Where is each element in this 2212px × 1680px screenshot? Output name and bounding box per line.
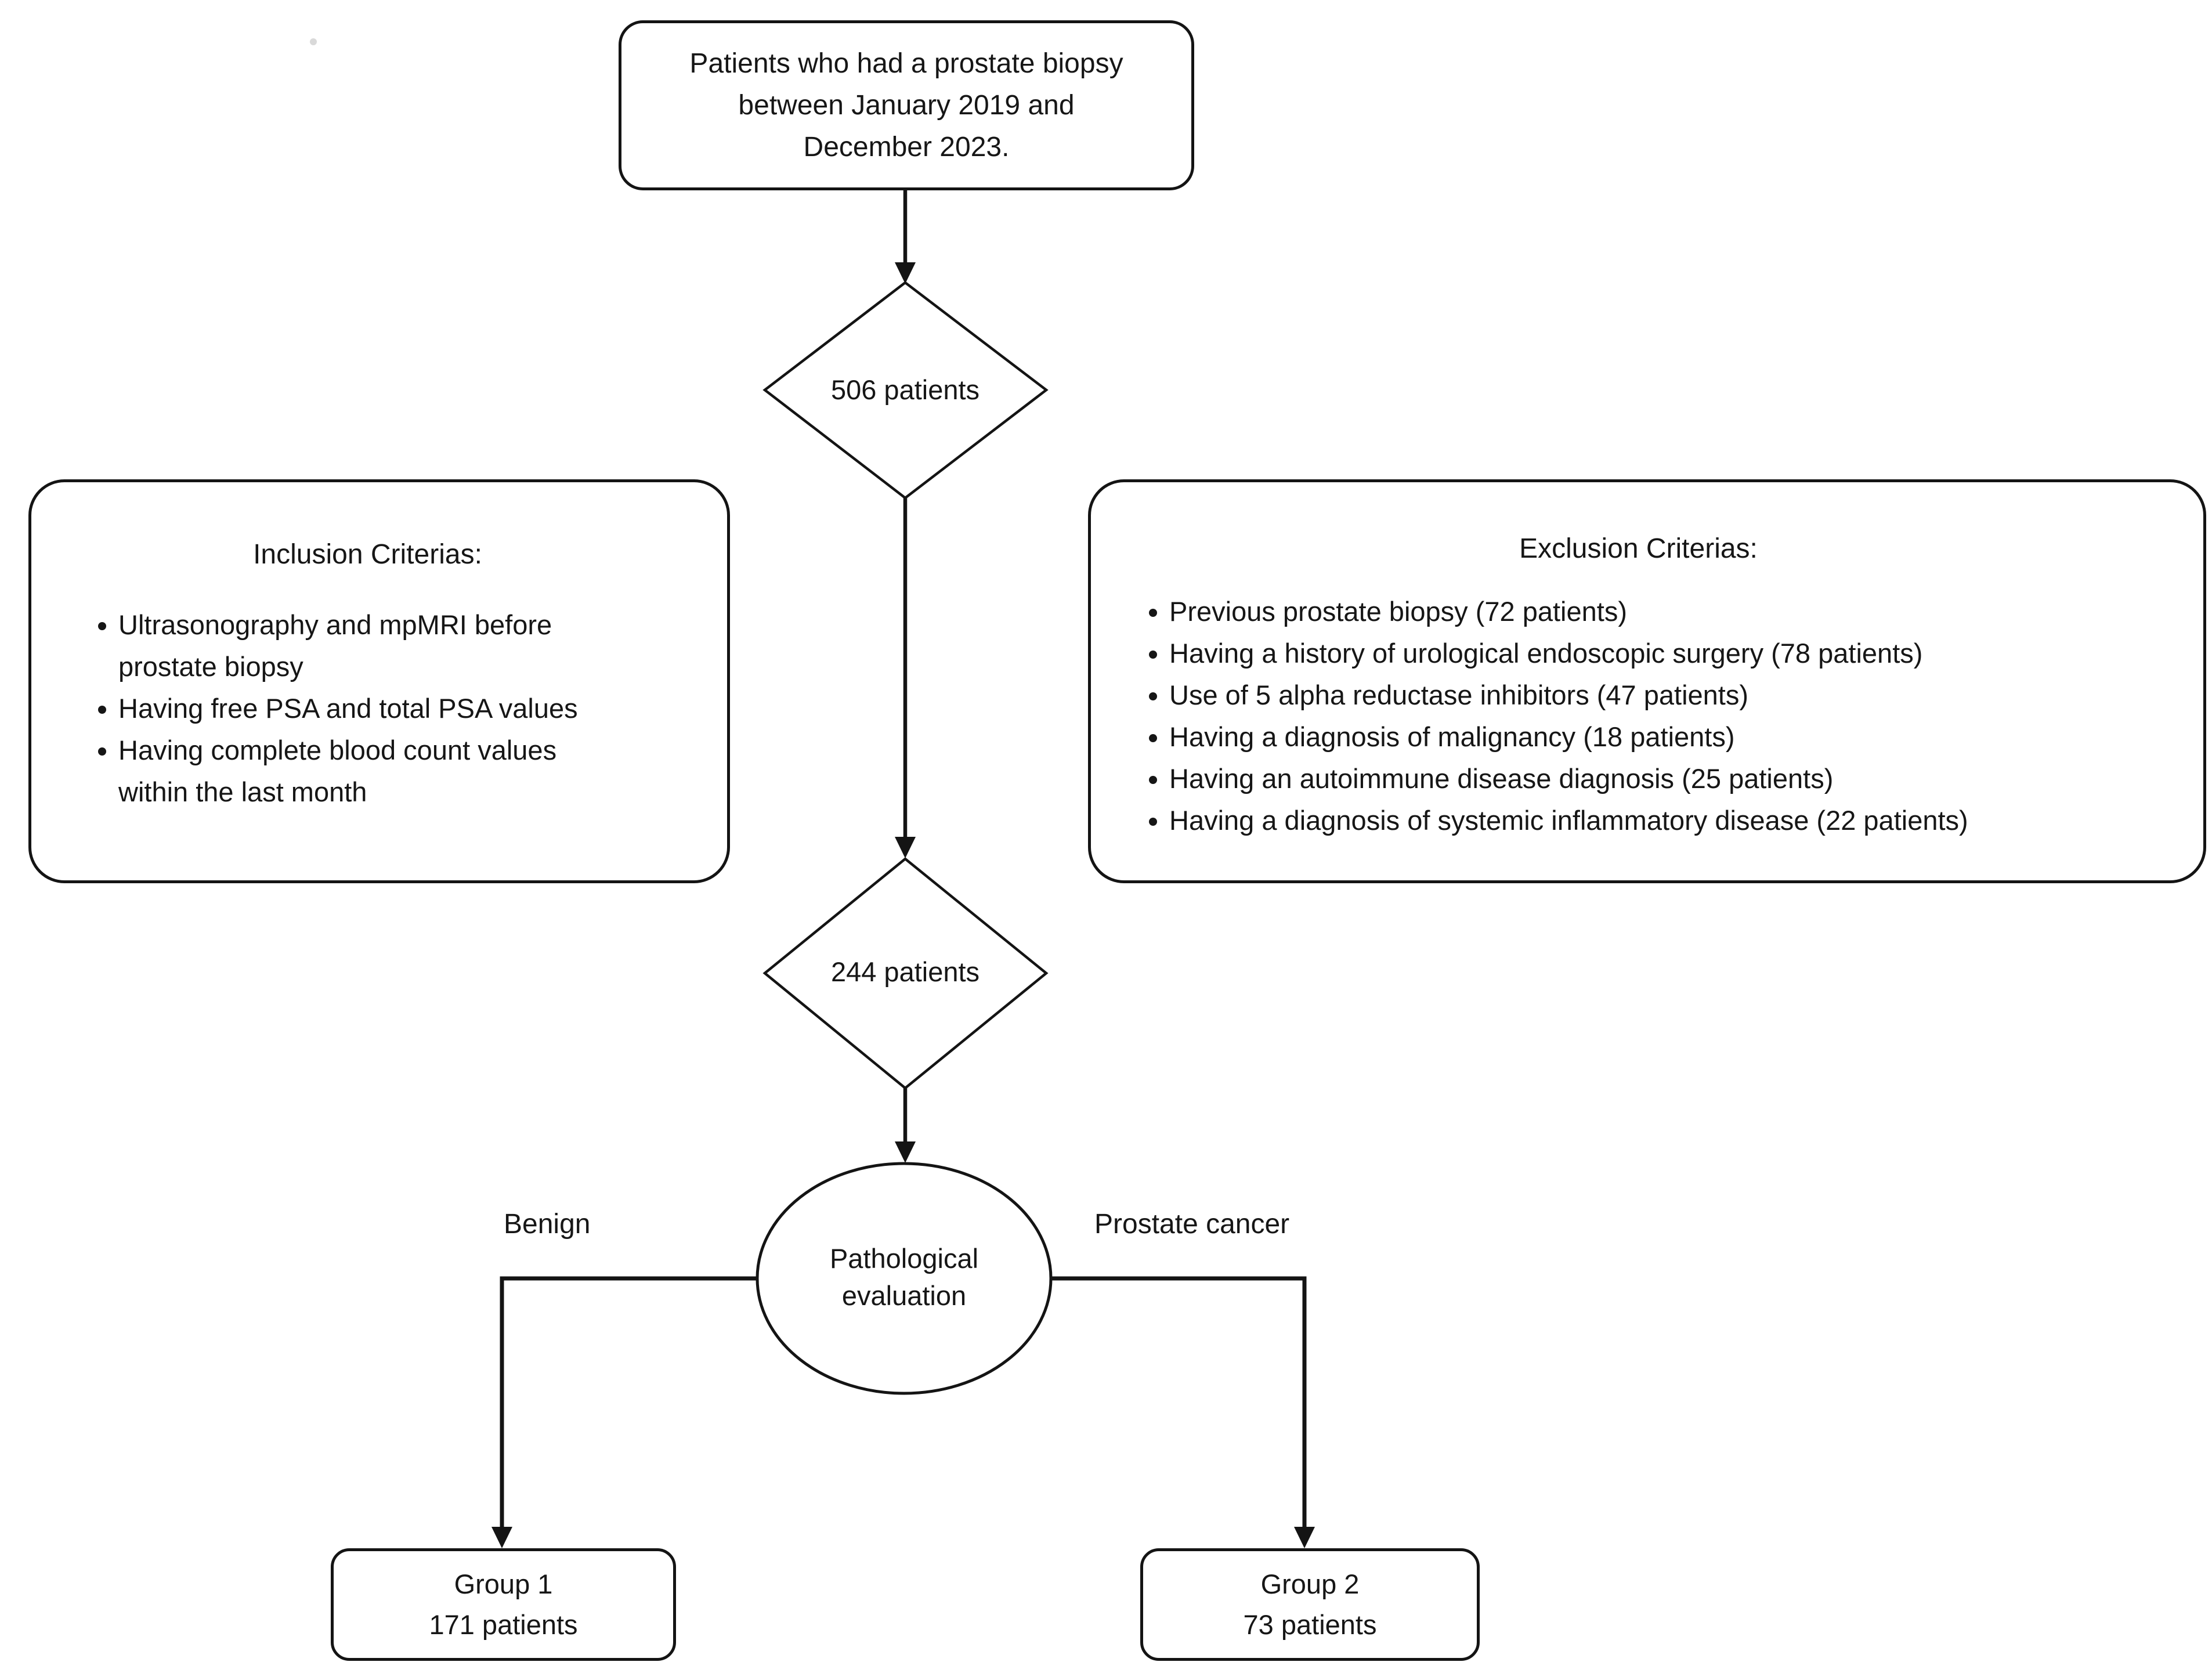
arrowhead-icon [1294, 1527, 1315, 1548]
exclusion-criteria-title: Exclusion Criterias: [1519, 533, 1758, 564]
criteria-item: Having a diagnosis of malignancy (18 pat… [1169, 716, 2186, 758]
group2-box: Group 2 73 patients [1140, 1548, 1480, 1661]
arrowhead-icon [895, 262, 916, 284]
group1-name: Group 1 [454, 1569, 553, 1599]
exclusion-criteria-list: Previous prostate biopsy (72 patients)Ha… [1091, 591, 2186, 841]
criteria-item: Having free PSA and total PSA values [118, 688, 623, 729]
exclusion-criteria-box: Exclusion Criterias: Previous prostate b… [1088, 479, 2206, 883]
start-box-line: Patients who had a prostate biopsy [689, 48, 1123, 79]
criteria-item: Use of 5 alpha reductase inhibitors (47 … [1169, 674, 2186, 716]
group2-count: 73 patients [1243, 1609, 1377, 1640]
criteria-item: Having complete blood count values withi… [118, 729, 623, 813]
criteria-item: Previous prostate biopsy (72 patients) [1169, 591, 2186, 633]
group1-box: Group 1 171 patients [331, 1548, 676, 1661]
evaluation-label: Pathological evaluation [829, 1243, 979, 1311]
group1-count: 171 patients [429, 1609, 578, 1640]
criteria-item: Ultrasonography and mpMRI before prostat… [118, 604, 623, 688]
inclusion-criteria-box: Inclusion Criterias: Ultrasonography and… [28, 479, 730, 883]
start-box-line: between January 2019 and [738, 89, 1075, 121]
arrowhead-icon [491, 1527, 512, 1548]
connector-benign-branch [500, 1276, 758, 1527]
criteria-item: Having a diagnosis of systemic inflammat… [1169, 800, 2186, 841]
cohort-506-label: 506 patients [830, 374, 980, 405]
connector-cancer-branch [1050, 1276, 1307, 1527]
start-box-text: Patients who had a prostate biopsy betwe… [689, 43, 1123, 168]
arrowhead-icon [895, 837, 916, 858]
start-box: Patients who had a prostate biopsy betwe… [619, 20, 1194, 190]
inclusion-criteria-list: Ultrasonography and mpMRI before prostat… [31, 604, 623, 813]
group2-name: Group 2 [1260, 1569, 1360, 1599]
stray-mark [310, 38, 317, 45]
inclusion-criteria-title: Inclusion Criterias: [253, 539, 482, 570]
cohort-244-label: 244 patients [830, 956, 980, 987]
benign-branch-label: Benign [504, 1209, 591, 1240]
criteria-item: Having an autoimmune disease diagnosis (… [1169, 758, 2186, 800]
start-box-line: December 2023. [803, 131, 1010, 162]
criteria-item: Having a history of urological endoscopi… [1169, 633, 2186, 674]
prostate-cancer-branch-label: Prostate cancer [1094, 1209, 1290, 1240]
arrowhead-icon [895, 1141, 916, 1163]
